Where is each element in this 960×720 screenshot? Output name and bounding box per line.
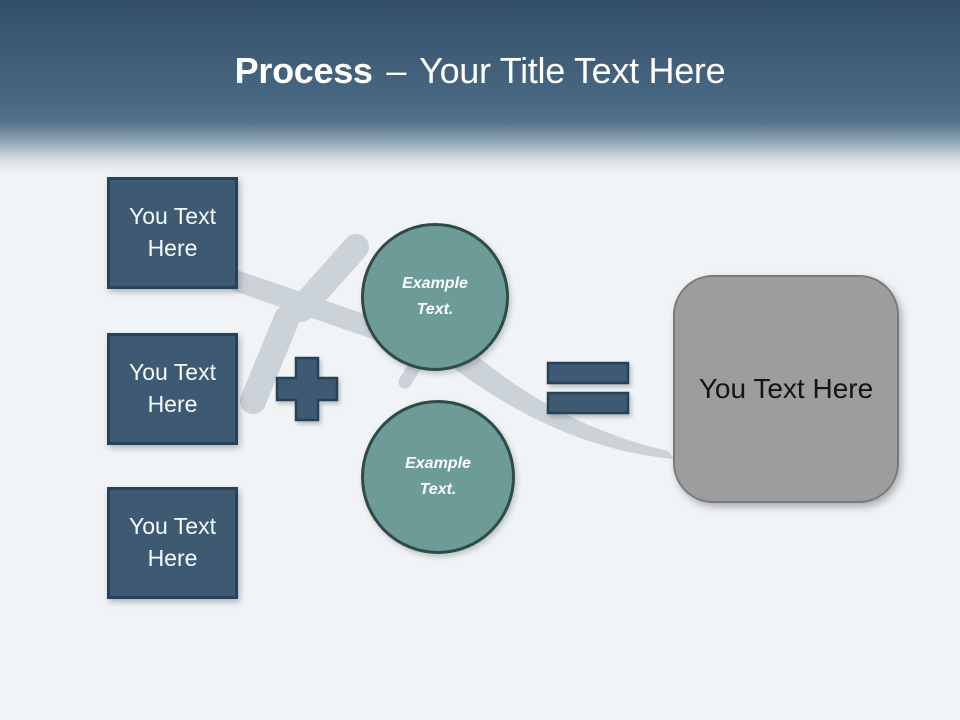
- text-placeholder-box-3[interactable]: You Text Here: [107, 487, 238, 599]
- text-placeholder-box-2[interactable]: You Text Here: [107, 333, 238, 445]
- circle-label: Example Text.: [402, 275, 468, 318]
- title-subtitle: Your Title Text Here: [419, 50, 726, 91]
- placeholder-label: You Text Here: [129, 359, 216, 417]
- circle-label: Example Text.: [405, 455, 471, 498]
- text-placeholder-box-1[interactable]: You Text Here: [107, 177, 238, 289]
- title-dash: –: [386, 50, 407, 91]
- plus-icon: [275, 356, 339, 422]
- example-circle-2[interactable]: Example Text.: [361, 400, 515, 554]
- title-banner: [0, 0, 960, 175]
- equals-icon: [546, 361, 630, 415]
- slide-title[interactable]: Process – Your Title Text Here: [0, 50, 960, 91]
- result-label: You Text Here: [698, 373, 874, 404]
- example-circle-1[interactable]: Example Text.: [361, 223, 509, 371]
- title-keyword: Process: [234, 50, 373, 91]
- result-placeholder-box[interactable]: You Text Here: [673, 275, 899, 503]
- placeholder-label: You Text Here: [129, 513, 216, 571]
- placeholder-label: You Text Here: [129, 203, 216, 261]
